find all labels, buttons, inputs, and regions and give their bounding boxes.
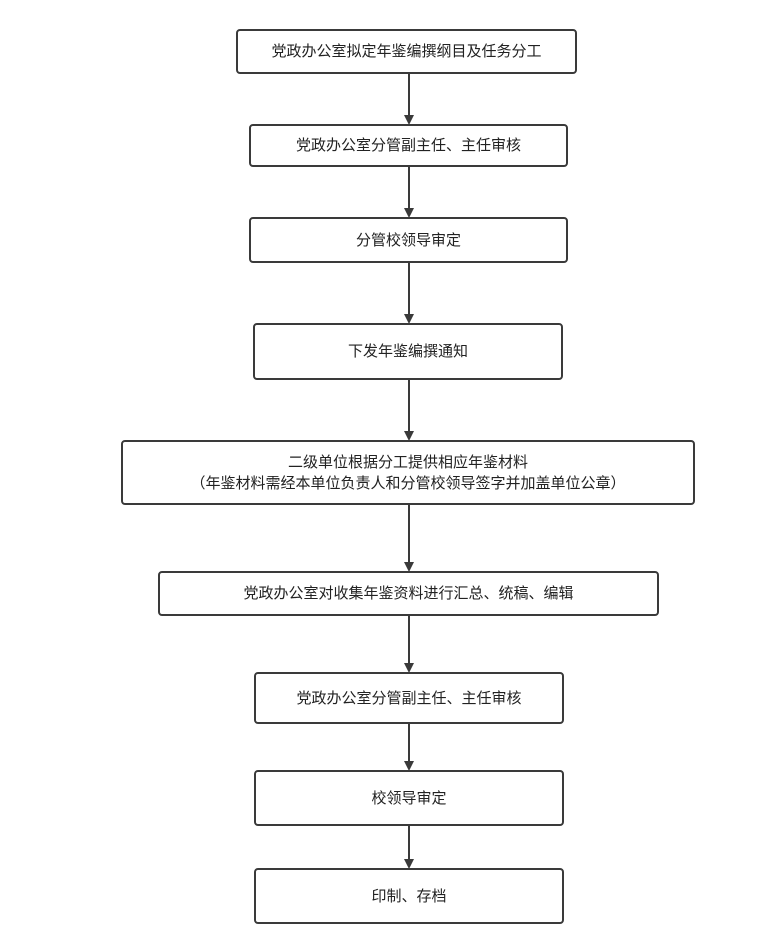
step-box-final-office-review: 党政办公室分管副主任、主任审核 [254,672,564,724]
step-label-line-1: 二级单位根据分工提供相应年鉴材料 [287,452,528,471]
step-label: 党政办公室拟定年鉴编撰纲目及任务分工 [271,42,542,60]
step-box-office-review: 党政办公室分管副主任、主任审核 [249,124,568,167]
step-box-leader-approval: 分管校领导审定 [249,217,568,263]
step-label: 分管校领导审定 [355,230,461,249]
step-label: 下发年鉴编撰通知 [347,342,468,360]
step-box-print-archive: 印制、存档 [254,868,564,924]
step-box-submit-materials: 二级单位根据分工提供相应年鉴材料 （年鉴材料需经本单位负责人和分管校领导签字并加… [121,440,695,505]
step-box-school-leader-approval: 校领导审定 [254,770,564,826]
step-box-issue-notice: 下发年鉴编撰通知 [253,323,563,380]
step-label: 党政办公室对收集年鉴资料进行汇总、统稿、编辑 [243,584,574,602]
step-label-line-2: （年鉴材料需经本单位负责人和分管校领导签字并加盖单位公章） [190,473,626,492]
step-label: 党政办公室分管副主任、主任审核 [295,136,521,154]
step-label: 党政办公室分管副主任、主任审核 [296,688,522,707]
step-box-compile-edit: 党政办公室对收集年鉴资料进行汇总、统稿、编辑 [158,571,659,616]
step-box-draft-outline: 党政办公室拟定年鉴编撰纲目及任务分工 [236,29,577,74]
step-label: 校领导审定 [371,788,447,807]
step-label: 印制、存档 [371,886,447,905]
